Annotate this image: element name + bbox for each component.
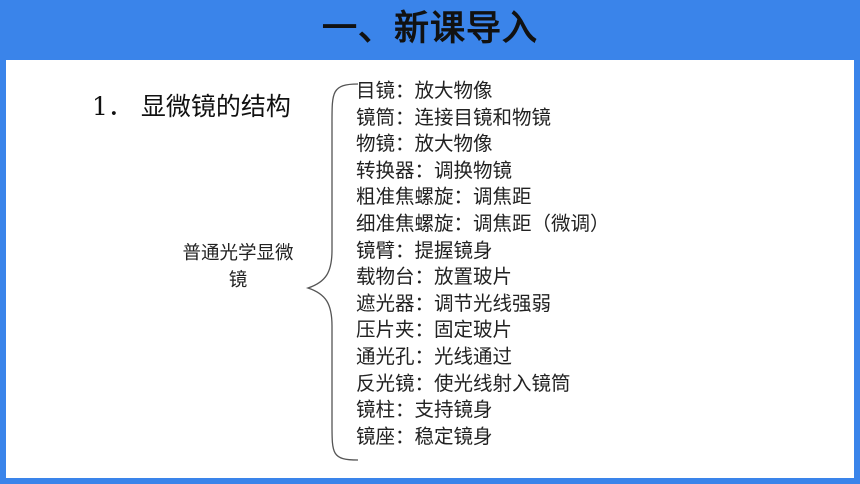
microscope-label: 普通光学显微镜 <box>182 243 294 291</box>
section-heading-text: 显微镜的结构 <box>140 92 291 121</box>
component-item: 反光镜：使光线射入镜筒 <box>356 371 571 395</box>
slide-title: 一、新课导入 <box>321 9 538 49</box>
component-list: 目镜：放大物像镜筒：连接目镜和物镜物镜：放大物像转换器：调换物镜粗准焦螺旋：调焦… <box>356 78 610 450</box>
component-item: 镜筒：连接目镜和物镜 <box>356 105 552 129</box>
component-item: 粗准焦螺旋：调焦距 <box>356 185 532 209</box>
section-heading: 1．显微镜的结构 <box>92 87 291 123</box>
component-item: 物镜：放大物像 <box>356 132 493 156</box>
left-brace <box>305 83 359 461</box>
component-item: 载物台：放置玻片 <box>356 265 513 289</box>
component-item: 镜臂：提握镜身 <box>356 238 493 262</box>
section-number: 1． <box>92 92 133 121</box>
content-panel: 1．显微镜的结构 普通光学显微镜 目镜：放大物像镜筒：连接目镜和物镜物镜：放大物… <box>6 60 854 478</box>
component-item: 遮光器：调节光线强弱 <box>356 291 552 315</box>
component-item: 镜座：稳定镜身 <box>356 424 493 448</box>
component-item: 压片夹：固定玻片 <box>356 318 513 342</box>
component-item: 转换器：调换物镜 <box>356 158 513 182</box>
component-item: 通光孔：光线通过 <box>356 344 513 368</box>
component-item: 目镜：放大物像 <box>356 79 493 102</box>
component-item: 镜柱：支持镜身 <box>356 398 493 422</box>
component-item: 细准焦螺旋：调焦距（微调） <box>356 211 610 235</box>
